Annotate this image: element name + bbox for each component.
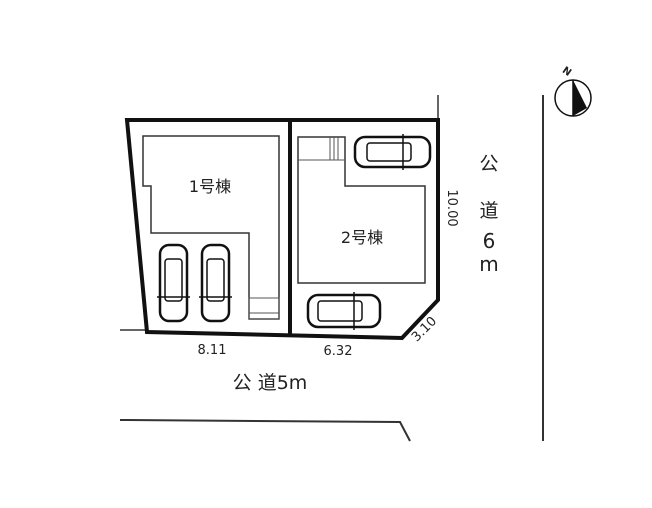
south-road-edge bbox=[119, 419, 411, 442]
compass-north-label: N bbox=[560, 65, 573, 79]
lot-outline bbox=[124, 118, 440, 341]
building-1-porch bbox=[248, 297, 280, 320]
car-icon bbox=[157, 243, 190, 323]
building-2-steps bbox=[298, 137, 345, 161]
east-road-label: m bbox=[479, 252, 498, 276]
south-road-label: 公 道5m bbox=[233, 372, 308, 394]
dimension-front-lot2: 6.32 bbox=[324, 344, 353, 359]
east-road-label: 道 bbox=[479, 200, 498, 222]
east-road-label: 6 bbox=[483, 229, 496, 253]
dimension-side-east: 10.00 bbox=[444, 189, 459, 226]
building-2-footprint bbox=[297, 136, 426, 284]
compass-icon bbox=[554, 79, 592, 117]
dimension-front-lot1: 8.11 bbox=[198, 343, 227, 358]
east-road-label: 公 bbox=[479, 153, 498, 175]
building-1-footprint bbox=[142, 135, 280, 320]
car-icon bbox=[353, 134, 432, 170]
building-2-label: 2号棟 bbox=[341, 228, 383, 247]
car-icon bbox=[199, 243, 232, 323]
dimension-corner-cut: 3.10 bbox=[409, 314, 440, 345]
car-icon bbox=[306, 292, 382, 330]
building-1-label: 1号棟 bbox=[189, 177, 231, 196]
